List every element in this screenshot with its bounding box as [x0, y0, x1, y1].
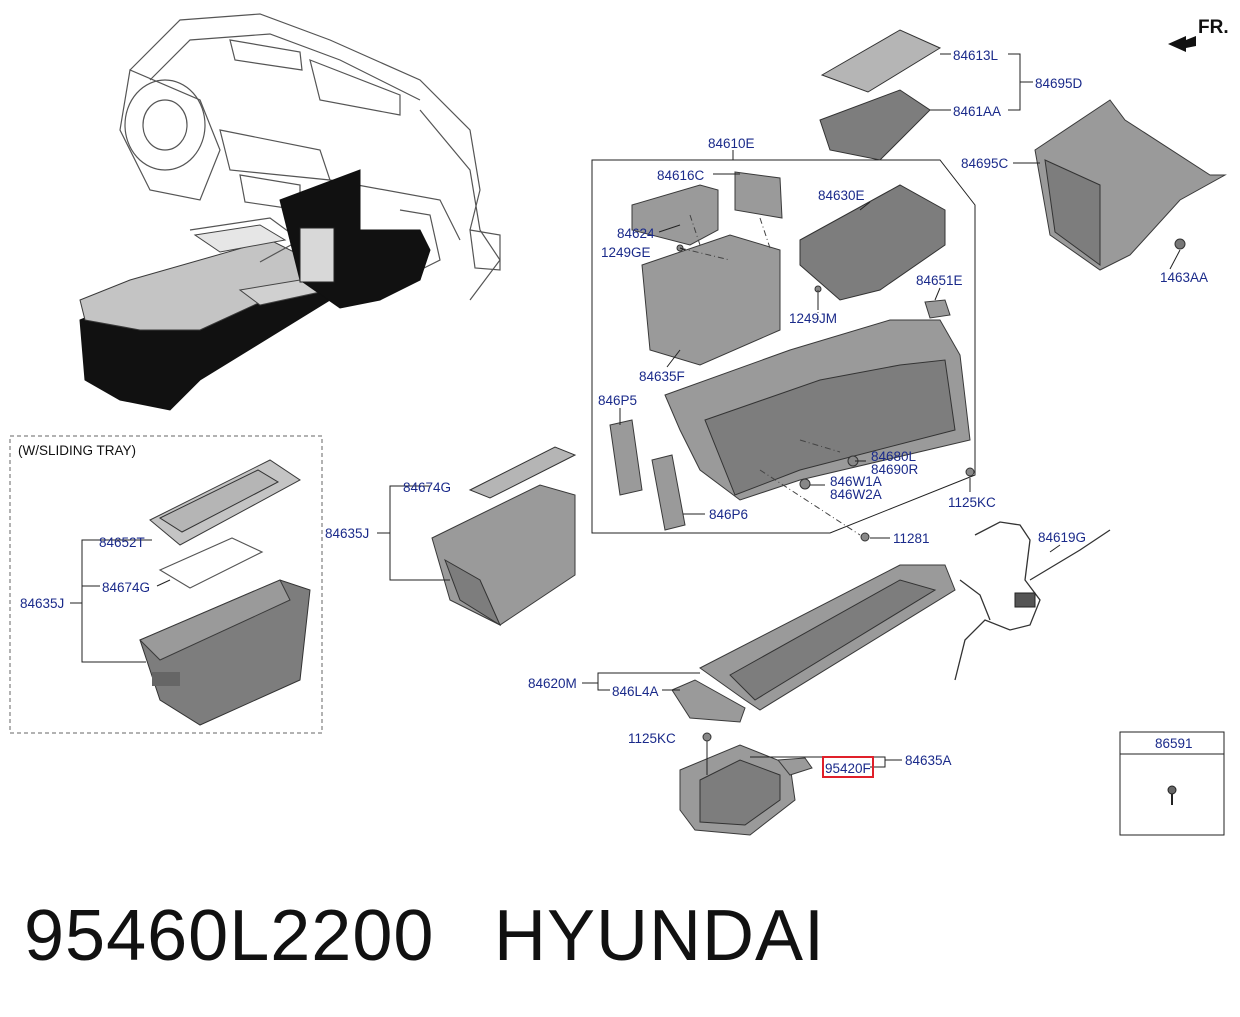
label-84695C: 84695C [961, 156, 1009, 171]
label-1249GE: 1249GE [601, 245, 651, 260]
exploded-parts-diagram: FR. (W/SLIDING TRAY) [9, 13, 1229, 836]
label-846P5: 846P5 [598, 393, 637, 408]
label-84635A: 84635A [905, 753, 952, 768]
label-84616C: 84616C [657, 168, 705, 183]
front-direction-label: FR. [1198, 17, 1229, 38]
cover-84695C [1034, 99, 1227, 271]
label-84635F: 84635F [639, 369, 685, 384]
label-846L4A: 846L4A [612, 684, 659, 699]
label-84652T: 84652T [99, 535, 145, 550]
footer [0, 850, 1240, 1017]
part-86591-box [1119, 731, 1225, 836]
storage-box-84635J [431, 446, 577, 627]
highlighted-part-frame [822, 756, 874, 778]
sliding-tray-option-box [9, 435, 323, 734]
label-1463AA: 1463AA [1160, 270, 1208, 285]
storage-box-leader-lines [377, 485, 450, 581]
brand-name: HYUNDAI [494, 896, 826, 976]
label-84619G: 84619G [1038, 530, 1086, 545]
label-84635J-tray: 84635J [20, 596, 64, 611]
label-846P6: 846P6 [709, 507, 748, 522]
front-direction-arrow-icon [1168, 36, 1196, 52]
label-84613L: 84613L [953, 48, 999, 63]
wiring-harness-84619G [954, 521, 1111, 681]
console-tray-leader-lines [582, 672, 700, 691]
bracket-84635A-leader [750, 756, 902, 768]
label-84651E: 84651E [916, 273, 963, 288]
label-84635J-box: 84635J [325, 526, 369, 541]
label-95420F[interactable]: 95420F [825, 761, 871, 776]
label-8461AA: 8461AA [953, 104, 1001, 119]
label-84620M: 84620M [528, 676, 577, 691]
label-84630E: 84630E [818, 188, 865, 203]
label-1125KC-upper: 1125KC [948, 495, 996, 510]
armrest-pad-parts [819, 29, 942, 161]
sliding-tray-parts [139, 459, 311, 726]
label-1125KC-lower: 1125KC [628, 731, 676, 746]
label-84680L: 84680L [871, 449, 917, 464]
label-84695D: 84695D [1035, 76, 1083, 91]
console-group-outline [591, 159, 976, 534]
label-84674G-box: 84674G [403, 480, 451, 495]
label-84610E: 84610E [708, 136, 755, 151]
bracket-84635A [679, 732, 813, 836]
console-bracket-parts [609, 171, 975, 542]
sliding-tray-label: (W/SLIDING TRAY) [18, 443, 136, 458]
label-11281: 11281 [893, 531, 930, 546]
label-846W1A: 846W1A [830, 474, 882, 489]
console-tray-84620M [671, 564, 956, 723]
label-84690R: 84690R [871, 462, 919, 477]
sliding-tray-leader-lines [70, 539, 171, 663]
label-84624: 84624 [617, 226, 655, 241]
dashboard-overview-drawing [79, 13, 501, 411]
label-84674G-tray: 84674G [102, 580, 150, 595]
part-number-title: 95460L2200 [24, 896, 435, 976]
top-right-leader-lines [619, 53, 1181, 553]
label-1249JM: 1249JM [789, 311, 837, 326]
label-86591: 86591 [1155, 736, 1193, 751]
label-846W2A: 846W2A [830, 487, 882, 502]
